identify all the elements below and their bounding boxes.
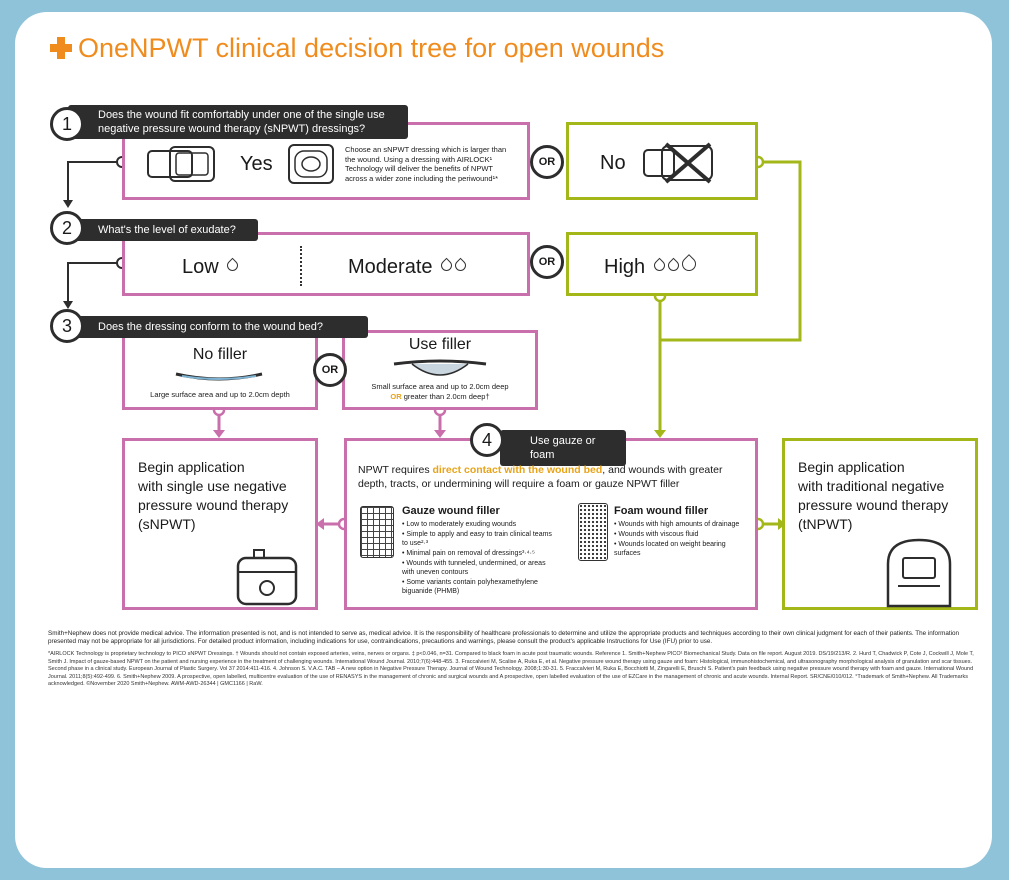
moderate-label: Moderate (348, 256, 469, 279)
plus-icon (50, 37, 72, 59)
q1-yes-note: Choose an sNPWT dressing which is larger… (345, 145, 507, 183)
q2-or-badge: OR (530, 245, 564, 279)
dressing-small-icon (147, 146, 215, 182)
drop-icon (678, 254, 699, 274)
drop-icon (224, 257, 241, 274)
use-filler-title: Use filler (408, 336, 472, 353)
q2-question-bar: What's the level of exudate? (68, 219, 258, 241)
low-label: Low (182, 256, 241, 279)
foam-title: Foam wound filler (614, 505, 709, 517)
tnpwt-line3: pressure wound therapy (798, 497, 949, 513)
q1-or-badge: OR (530, 145, 564, 179)
step4-number: 4 (470, 423, 504, 457)
use-filler-note-line1: Small surface area and up to 2.0cm deep (371, 382, 509, 391)
step4-intro-highlight: direct contact with the wound bed (432, 464, 603, 476)
moderate-text: Moderate (348, 256, 433, 278)
drop-icon (438, 257, 455, 274)
drop-icon (665, 257, 681, 274)
yes-label: Yes (240, 153, 273, 175)
tnpwt-result-text: Begin application with traditional negat… (798, 458, 970, 534)
gauze-item: • Some variants contain polyhexamethylen… (402, 579, 538, 595)
q2-divider (300, 246, 302, 286)
connector-1-to-2 (67, 161, 122, 202)
use-filler-note-line2: OR greater than 2.0cm deep† (342, 392, 538, 402)
snpwt-result-text: Begin application with single use negati… (138, 458, 310, 534)
foam-list: • Wounds with high amounts of drainage •… (614, 520, 752, 559)
snpwt-device-icon (236, 549, 298, 606)
foam-item: • Wounds located on weight bearing surfa… (614, 541, 726, 557)
wound-surface-icon (175, 372, 263, 381)
drop-icon (651, 257, 667, 274)
filled-wound-icon (393, 359, 487, 376)
tnpwt-line2: with traditional negative (798, 478, 945, 494)
gauze-icon (360, 506, 394, 558)
step4-intro: NPWT requires direct contact with the wo… (358, 463, 748, 491)
connector-no-to-4 (658, 160, 802, 432)
foam-item: • Wounds with viscous fluid (614, 531, 699, 538)
page-title: OneNPWT clinical decision tree for open … (50, 33, 664, 64)
use-filler-note: Small surface area and up to 2.0cm deep … (342, 382, 538, 401)
title-text: OneNPWT clinical decision tree for open … (78, 33, 665, 63)
use-filler-or: OR (390, 391, 402, 401)
q1-question-bar: Does the wound fit comfortably under one… (68, 105, 408, 139)
foam-item: • Wounds with high amounts of drainage (614, 521, 740, 528)
foam-icon (578, 503, 608, 561)
dressing-too-small-icon (643, 142, 713, 184)
dressing-fit-icon (288, 144, 334, 184)
q3-question-bar: Does the dressing conform to the wound b… (68, 316, 368, 338)
q2-box (122, 232, 530, 296)
no-label: No (600, 152, 626, 174)
gauze-item: • Simple to apply and easy to train clin… (402, 531, 552, 547)
use-filler-note-text: greater than 2.0cm deep† (403, 391, 490, 401)
snpwt-line1: Begin application (138, 459, 245, 475)
gauze-item: • Minimal pain on removal of dressings³·… (402, 550, 535, 557)
gauze-item: • Wounds with tunneled, undermined, or a… (402, 560, 546, 576)
connector-2-to-3 (67, 262, 122, 303)
q1-question-line1: Does the wound fit comfortably under one… (98, 109, 385, 121)
no-filler-note: Large surface area and up to 2.0cm depth (150, 390, 290, 399)
drop-icon (452, 257, 469, 274)
references: *AIRLOCK Technology is proprietary techn… (48, 651, 974, 687)
high-label: High (604, 254, 699, 279)
snpwt-line3: pressure wound therapy (138, 497, 289, 513)
gauze-item: • Low to moderately exuding wounds (402, 521, 517, 528)
step4-intro-a: NPWT requires (358, 464, 430, 476)
step4-intro-b: , and wounds with greater depth, tracts,… (358, 464, 723, 490)
tnpwt-device-icon (886, 538, 952, 608)
q3-number: 3 (50, 309, 84, 343)
q2-number: 2 (50, 211, 84, 245)
tnpwt-line1: Begin application (798, 459, 905, 475)
no-filler-title: No filler (192, 346, 248, 363)
step4-label-bar: Use gauze or foam (500, 430, 626, 466)
gauze-title: Gauze wound filler (402, 505, 500, 517)
high-text: High (604, 256, 646, 278)
tnpwt-line4: (tNPWT) (798, 516, 853, 532)
q2-high-box (566, 232, 758, 296)
snpwt-line4: (sNPWT) (138, 516, 196, 532)
q1-question-line2: negative pressure wound therapy (sNPWT) … (98, 123, 366, 135)
q1-number: 1 (50, 107, 84, 141)
snpwt-line2: with single use negative (138, 478, 287, 494)
disclaimer: Smith+Nephew does not provide medical ad… (48, 630, 960, 645)
gauze-list: • Low to moderately exuding wounds • Sim… (402, 520, 552, 597)
low-text: Low (182, 256, 219, 278)
step4-box (344, 438, 758, 610)
q3-or-badge: OR (313, 353, 347, 387)
